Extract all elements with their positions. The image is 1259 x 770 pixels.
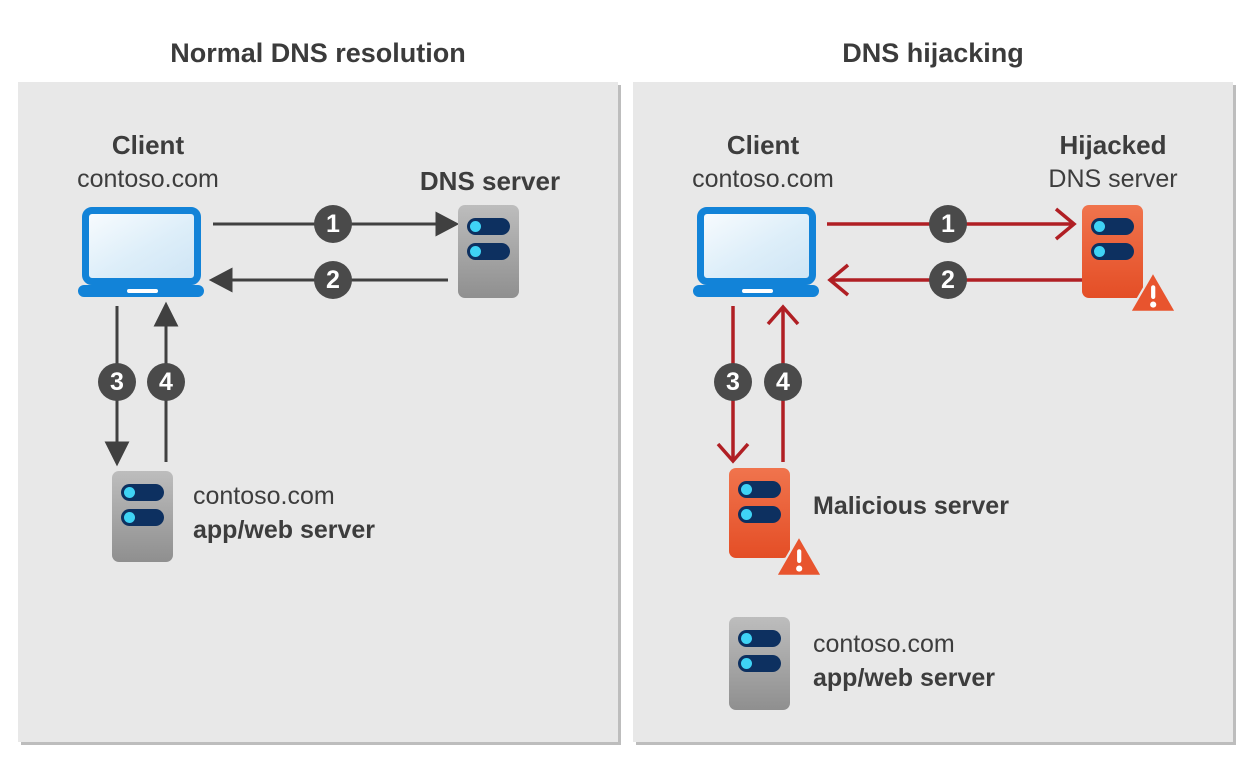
app-server-domain-label: contoso.com [193, 482, 335, 510]
dns-server-label: DNS server [419, 166, 561, 196]
hijacked-dns-server-label: DNS server [1048, 165, 1178, 193]
laptop-notch [127, 289, 158, 293]
client-name-label: Client [726, 130, 800, 160]
malicious-server-icon [729, 468, 790, 558]
warning-icon [776, 535, 822, 578]
server-slot [467, 218, 510, 235]
arrowhead-step-4 [766, 304, 800, 326]
server-slot [1091, 243, 1134, 260]
server-slot [738, 655, 781, 672]
normal-dns-title: Normal DNS resolution [170, 38, 466, 68]
app-server-type-label: app/web server [193, 516, 376, 544]
step-badge-1: 1 [929, 205, 967, 243]
step-badge-3: 3 [98, 363, 136, 401]
laptop-notch [742, 289, 773, 293]
hijacked-label: Hijacked [1059, 130, 1167, 160]
slot-indicator-dot [470, 221, 481, 232]
step-badge-4: 4 [147, 363, 185, 401]
slot-indicator-dot [741, 633, 752, 644]
normal-dns-panel: Client contoso.com DNS server 1 2 3 4 co… [18, 82, 618, 742]
dns-server-icon [458, 205, 519, 298]
app-server-label-block: contoso.com app/web server [193, 479, 375, 547]
app-server-domain-label: contoso.com [813, 630, 955, 658]
client-name-label: Client [111, 130, 185, 160]
slot-indicator-dot [1094, 221, 1105, 232]
app-server-label-block: contoso.com app/web server [813, 627, 995, 695]
server-slot [738, 506, 781, 523]
step-badge-2: 2 [314, 261, 352, 299]
step-badge-4: 4 [764, 363, 802, 401]
arrowhead-step-1 [1054, 207, 1077, 241]
arrowhead-step-1 [435, 211, 460, 237]
client-label-block: Client contoso.com [658, 128, 868, 196]
step-badge-2: 2 [929, 261, 967, 299]
warning-icon [1130, 271, 1176, 314]
dns-hijacking-panel: Client contoso.com Hijacked DNS server 1… [633, 82, 1233, 742]
laptop-screen [697, 207, 816, 285]
server-slot [121, 509, 164, 526]
server-slot [738, 630, 781, 647]
app-server-type-label: app/web server [813, 664, 996, 692]
hijacked-dns-server-icon [1082, 205, 1143, 298]
slot-indicator-dot [1094, 246, 1105, 257]
arrowhead-step-2 [827, 263, 850, 297]
slot-indicator-dot [124, 487, 135, 498]
step-badge-3: 3 [714, 363, 752, 401]
slot-indicator-dot [741, 484, 752, 495]
arrowhead-step-3 [104, 441, 130, 467]
slot-indicator-dot [470, 246, 481, 257]
hijacked-dns-label-block: Hijacked DNS server [1013, 128, 1213, 196]
arrowhead-step-3 [716, 442, 750, 464]
app-web-server-icon [729, 617, 790, 710]
server-slot [738, 481, 781, 498]
slot-indicator-dot [741, 658, 752, 669]
laptop-screen [82, 207, 201, 285]
arrowhead-step-2 [208, 267, 233, 293]
slot-indicator-dot [124, 512, 135, 523]
malicious-server-label: Malicious server [813, 492, 1009, 520]
step-badge-1: 1 [314, 205, 352, 243]
dns-hijacking-title: DNS hijacking [842, 38, 1024, 68]
client-laptop-icon [78, 207, 204, 299]
app-web-server-icon [112, 471, 173, 562]
client-laptop-icon [693, 207, 819, 299]
slot-indicator-dot [741, 509, 752, 520]
client-domain-label: contoso.com [692, 165, 834, 193]
server-slot [121, 484, 164, 501]
client-label-block: Client contoso.com [43, 128, 253, 196]
server-slot [1091, 218, 1134, 235]
server-slot [467, 243, 510, 260]
client-domain-label: contoso.com [77, 165, 219, 193]
arrowhead-step-4 [153, 301, 179, 327]
